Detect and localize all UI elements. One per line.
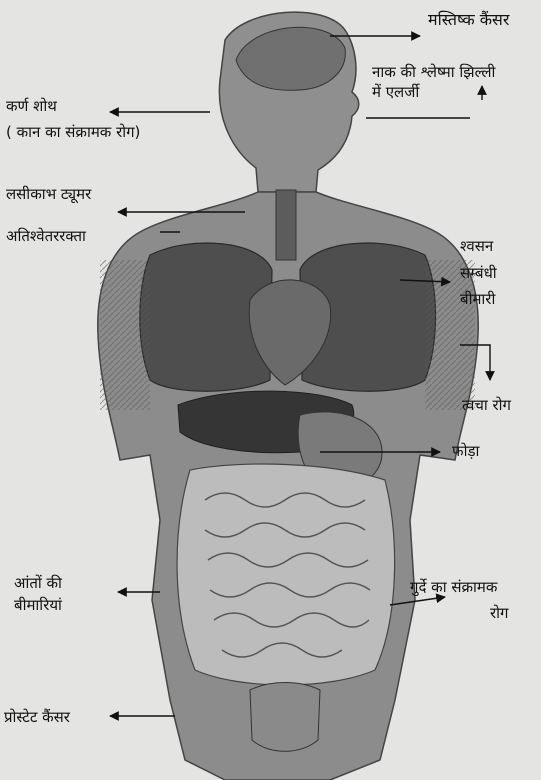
label-nasal-allergy-1: नाक की श्लेष्मा झिल्ली: [372, 62, 495, 82]
label-prostate-cancer: प्रोस्टेट कैंसर: [4, 707, 70, 727]
label-kidney-1: गुर्दे का संक्रामक: [410, 577, 497, 597]
label-skin-disease: त्वचा रोग: [462, 395, 511, 415]
label-brain-cancer: मस्तिष्क कैंसर: [428, 10, 509, 30]
label-respiratory-2: सम्बंधी: [460, 263, 497, 283]
label-intestinal-2: बीमारियां: [14, 595, 62, 615]
label-ear-inflammation: कर्ण शोथ: [6, 96, 57, 116]
label-ear-infection: ( कान का संक्रामक रोग): [6, 122, 140, 142]
label-nasal-allergy-2: में एलर्जी: [372, 82, 419, 102]
label-abscess: फोड़ा: [452, 441, 479, 461]
label-kidney-2: रोग: [490, 603, 508, 623]
label-respiratory-3: बीमारी: [460, 289, 495, 309]
label-leukemia: अतिश्वेतररक्ता: [6, 226, 86, 246]
label-intestinal-1: आंतों की: [14, 573, 62, 593]
label-lymphoma: लसीकाभ ट्यूमर: [6, 184, 91, 204]
label-respiratory-1: श्वसन: [460, 236, 493, 256]
